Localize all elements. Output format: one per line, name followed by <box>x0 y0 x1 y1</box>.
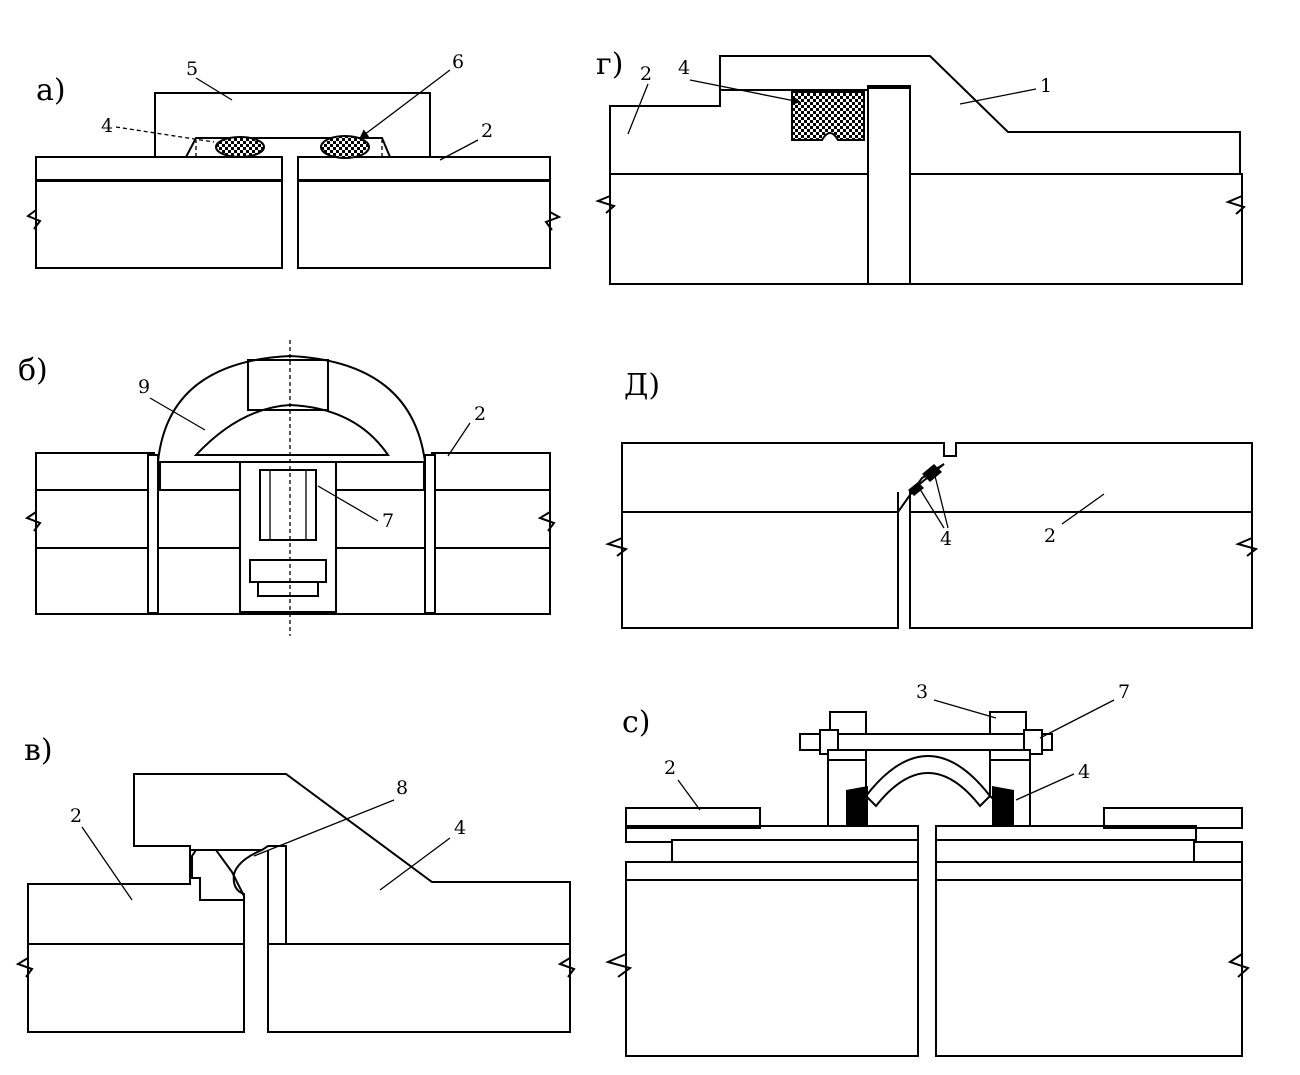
break-line-right <box>544 211 562 231</box>
seal-lower <box>908 482 924 496</box>
slab-left <box>35 179 283 269</box>
callout-2: 2 <box>664 757 676 779</box>
panel-b: б) 9 2 7 <box>18 340 556 636</box>
slab-right <box>297 179 551 269</box>
callout-7: 7 <box>382 510 394 532</box>
slab-right <box>267 943 571 1033</box>
slab-right <box>935 879 1243 1057</box>
seal-right <box>992 786 1014 826</box>
callout-2: 2 <box>1044 525 1056 547</box>
callout-4: 4 <box>454 817 466 839</box>
callout-6: 6 <box>452 51 464 73</box>
coating-right <box>1103 807 1243 829</box>
coating-right <box>431 452 551 491</box>
panel-v: в) 8 2 4 <box>15 733 576 1033</box>
panel-label-g: г) <box>596 47 623 82</box>
coating <box>621 442 1253 513</box>
panel-g: г) 2 4 1 <box>595 47 1247 285</box>
callout-7: 7 <box>1118 681 1130 703</box>
callout-2: 2 <box>640 63 652 85</box>
slab-right <box>909 511 1253 629</box>
panel-d: Д) 4 2 <box>604 368 1259 629</box>
elastic-filler <box>193 403 390 456</box>
callout-2: 2 <box>481 120 493 142</box>
slab-left <box>609 173 871 285</box>
joint-gap <box>867 87 911 285</box>
panel-s: с) 3 <box>605 681 1250 1057</box>
callout-4: 4 <box>678 57 690 79</box>
callout-9: 9 <box>138 376 150 398</box>
coating-left <box>625 807 761 829</box>
break-line-left <box>26 209 42 230</box>
tie-bolt <box>799 733 1053 751</box>
callout-3: 3 <box>916 681 928 703</box>
coating-left <box>35 452 155 491</box>
washer <box>249 559 327 583</box>
slab-left <box>621 511 899 629</box>
panel-label-b: б) <box>18 353 48 388</box>
callout-4: 4 <box>101 115 113 137</box>
seal <box>791 91 865 141</box>
panel-label-d: Д) <box>624 368 660 403</box>
coating-right <box>297 156 551 182</box>
seal-left <box>215 136 265 158</box>
joint-element <box>133 773 571 945</box>
callout-4: 4 <box>1078 761 1090 783</box>
coating-left <box>27 849 245 945</box>
panel-label-s: с) <box>622 705 651 740</box>
bolt-nut <box>259 469 317 541</box>
panel-a: а) 5 6 4 2 <box>26 51 562 269</box>
slab-left <box>625 879 919 1057</box>
callout-2: 2 <box>70 805 82 827</box>
slab-left <box>27 943 245 1033</box>
sealant-filler <box>191 849 263 901</box>
callout-4: 4 <box>940 528 952 550</box>
callout-2: 2 <box>474 403 486 425</box>
coating-left <box>35 156 283 182</box>
seal-right <box>320 135 370 159</box>
seal-upper <box>922 464 942 482</box>
panel-label-a: а) <box>36 73 66 108</box>
panel-label-v: в) <box>24 733 53 768</box>
lug <box>989 711 1027 735</box>
seal-left <box>846 786 868 826</box>
callout-8: 8 <box>396 777 408 799</box>
arched-cover <box>864 755 992 808</box>
callout-1: 1 <box>1040 75 1052 97</box>
callout-5: 5 <box>186 58 198 80</box>
slab-right <box>909 173 1243 285</box>
